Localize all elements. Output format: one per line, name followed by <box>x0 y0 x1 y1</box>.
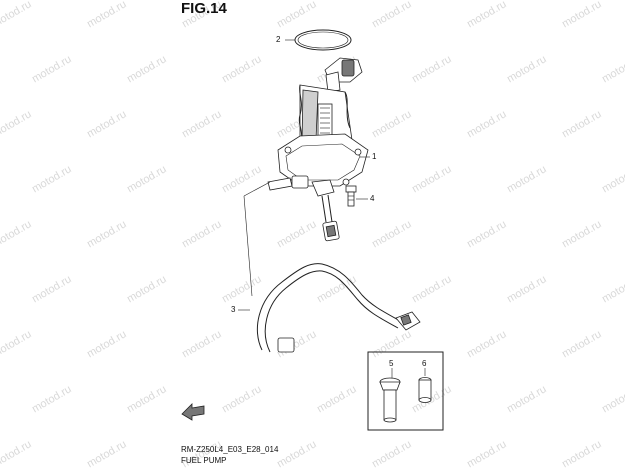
bolt-part <box>345 185 357 207</box>
callout-3: 3 <box>231 305 236 314</box>
figure-title: FIG.14 <box>181 0 227 17</box>
figure-name: FUEL PUMP <box>181 456 227 465</box>
callout-2: 2 <box>276 35 281 44</box>
callout-6: 6 <box>422 359 427 368</box>
small-parts-inset <box>367 351 444 431</box>
callout-4: 4 <box>370 194 375 203</box>
fuel-hose-part <box>256 263 421 353</box>
leader-guide-a <box>243 181 271 197</box>
front-direction-arrow-icon <box>181 403 205 421</box>
figure-code: RM-Z250L4_E03_E28_014 <box>181 445 279 454</box>
fuel-pump-assembly <box>267 57 369 242</box>
callout-1: 1 <box>372 152 377 161</box>
o-ring-part <box>294 29 352 51</box>
leader-guide-b <box>243 195 253 297</box>
filter-mesh <box>320 107 330 134</box>
callout-5: 5 <box>389 359 394 368</box>
